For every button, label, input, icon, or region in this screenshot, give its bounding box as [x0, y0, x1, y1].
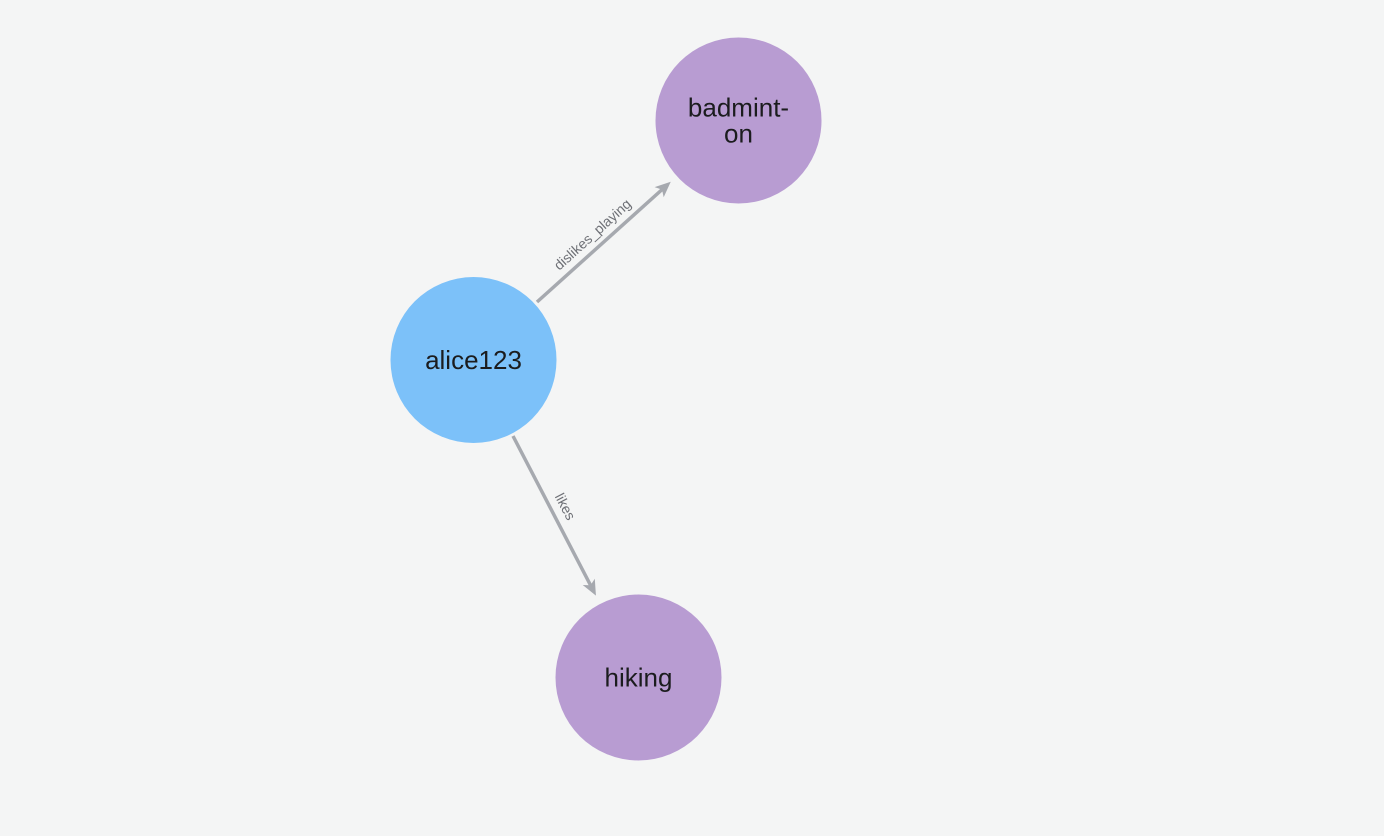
nodes-layer: alice123 badmint-on hiking — [390, 37, 822, 761]
edge-line-likes[interactable] — [511, 435, 596, 596]
edge-line-dislikes_playing[interactable] — [535, 181, 671, 304]
graph-edge: likes — [511, 435, 596, 596]
node-label: hiking — [605, 663, 673, 693]
node-circle-alice123[interactable] — [390, 277, 557, 443]
node-label: alice123 — [425, 345, 522, 375]
graph-node-badminton: badmint-on — [655, 37, 822, 204]
node-circle-badminton[interactable] — [655, 37, 822, 204]
node-label: badmint-on — [688, 93, 789, 149]
graph-edge: dislikes_playing — [535, 181, 671, 304]
graph-node-alice123: alice123 — [390, 277, 557, 443]
edge-label: dislikes_playing — [551, 196, 634, 274]
graph-node-hiking: hiking — [555, 594, 722, 761]
node-circle-hiking[interactable] — [555, 594, 722, 761]
